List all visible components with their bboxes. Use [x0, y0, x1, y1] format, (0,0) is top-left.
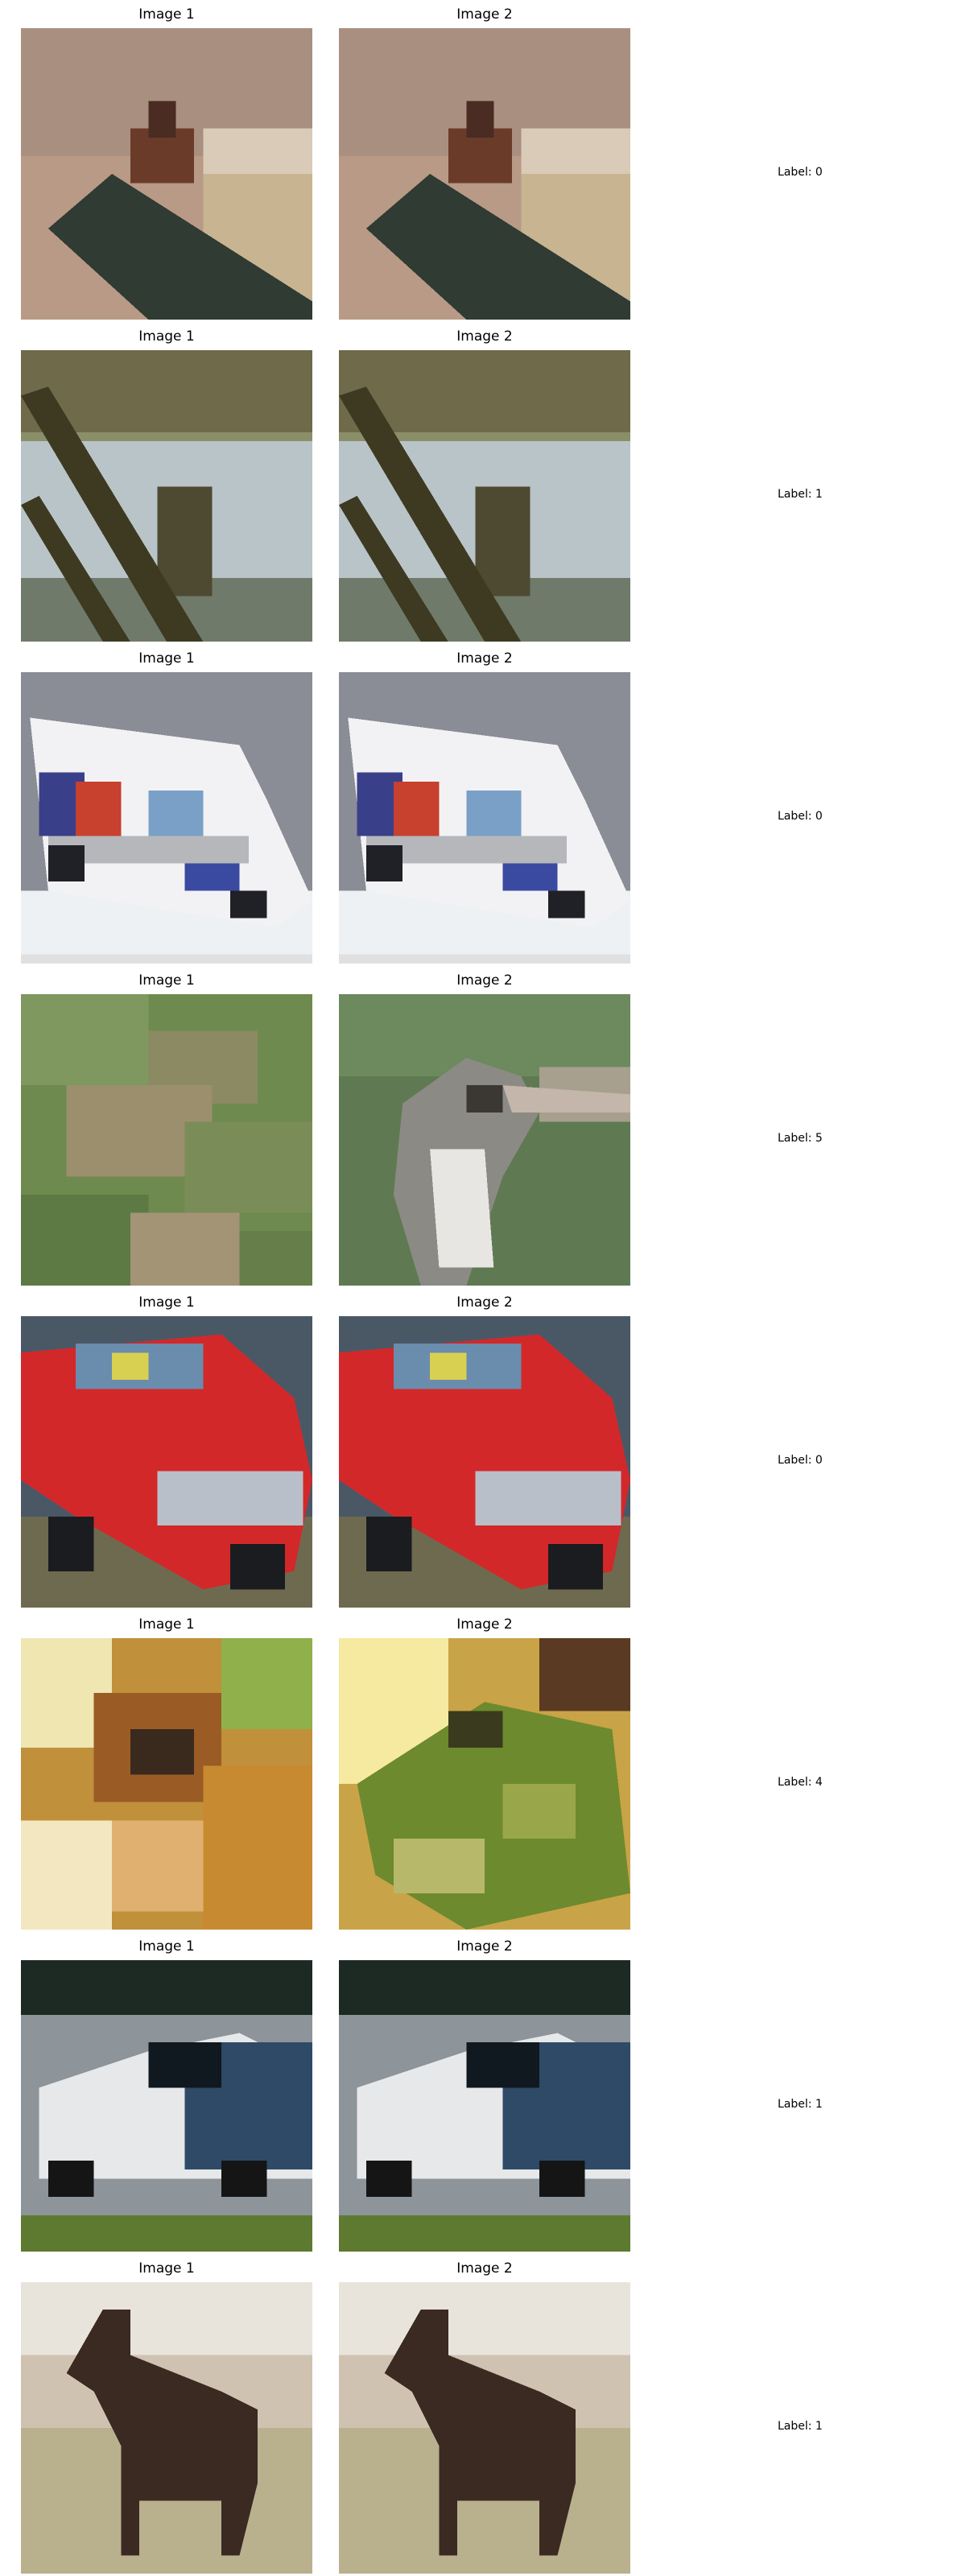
image-1-dog: [21, 1638, 312, 1930]
image-2-deer: [339, 350, 630, 642]
image-1-title: Image 1: [138, 1294, 195, 1311]
image-1-title: Image 1: [138, 6, 195, 23]
image-2-horse: [339, 2282, 630, 2574]
pair-label: Label: 5: [778, 1132, 823, 1145]
image-1-truck: [21, 672, 312, 964]
image-2-truck: [339, 672, 630, 964]
pair-row: Image 1 Image 2: [0, 644, 966, 966]
image-2-title: Image 2: [456, 328, 513, 345]
image-2-title: Image 2: [456, 2260, 513, 2277]
pair-label: Label: 4: [778, 1776, 823, 1789]
pair-row: Image 1 Image 2 Label: 5: [0, 966, 966, 1288]
pair-row: Image 1 Image 2 Label: 4: [0, 1610, 966, 1932]
image-1-title: Image 1: [138, 650, 195, 667]
pair-label: Label: 1: [778, 2098, 823, 2111]
image-2-title: Image 2: [456, 1294, 513, 1311]
pair-row: Image 1 Image 2 Label: 1: [0, 2254, 966, 2576]
pair-label: Label: 1: [778, 2420, 823, 2433]
image-2-sports-car: [339, 1960, 630, 2252]
pair-label: Label: 0: [778, 810, 823, 823]
image-1-title: Image 1: [138, 2260, 195, 2277]
image-1-bird: [21, 28, 312, 320]
image-1-sports-car: [21, 1960, 312, 2252]
image-1-deer: [21, 350, 312, 642]
image-1-title: Image 1: [138, 328, 195, 345]
image-1-texture: [21, 994, 312, 1286]
image-2-frog: [339, 1638, 630, 1930]
image-2-title: Image 2: [456, 6, 513, 23]
image-2-bird-head: [339, 994, 630, 1286]
image-2-red-car: [339, 1316, 630, 1608]
pair-row: Image 1 Image 2 Label: 0: [0, 1288, 966, 1610]
image-2-title: Image 2: [456, 1616, 513, 1633]
image-1-red-car: [21, 1316, 312, 1608]
pair-row: Image 1 Image 2 Label: 0: [0, 0, 966, 322]
image-2-title: Image 2: [456, 972, 513, 989]
image-2-bird: [339, 28, 630, 320]
pair-row: Image 1 Image 2 Label: 1: [0, 1932, 966, 2254]
image-1-title: Image 1: [138, 1938, 195, 1955]
image-2-title: Image 2: [456, 1938, 513, 1955]
pair-row: Image 1 Image 2 Label: 1: [0, 322, 966, 644]
pair-label: Label: 1: [778, 488, 823, 501]
image-1-title: Image 1: [138, 972, 195, 989]
image-2-title: Image 2: [456, 650, 513, 667]
pair-label: Label: 0: [778, 166, 823, 179]
image-1-horse: [21, 2282, 312, 2574]
pair-label: Label: 0: [778, 1454, 823, 1467]
image-1-title: Image 1: [138, 1616, 195, 1633]
